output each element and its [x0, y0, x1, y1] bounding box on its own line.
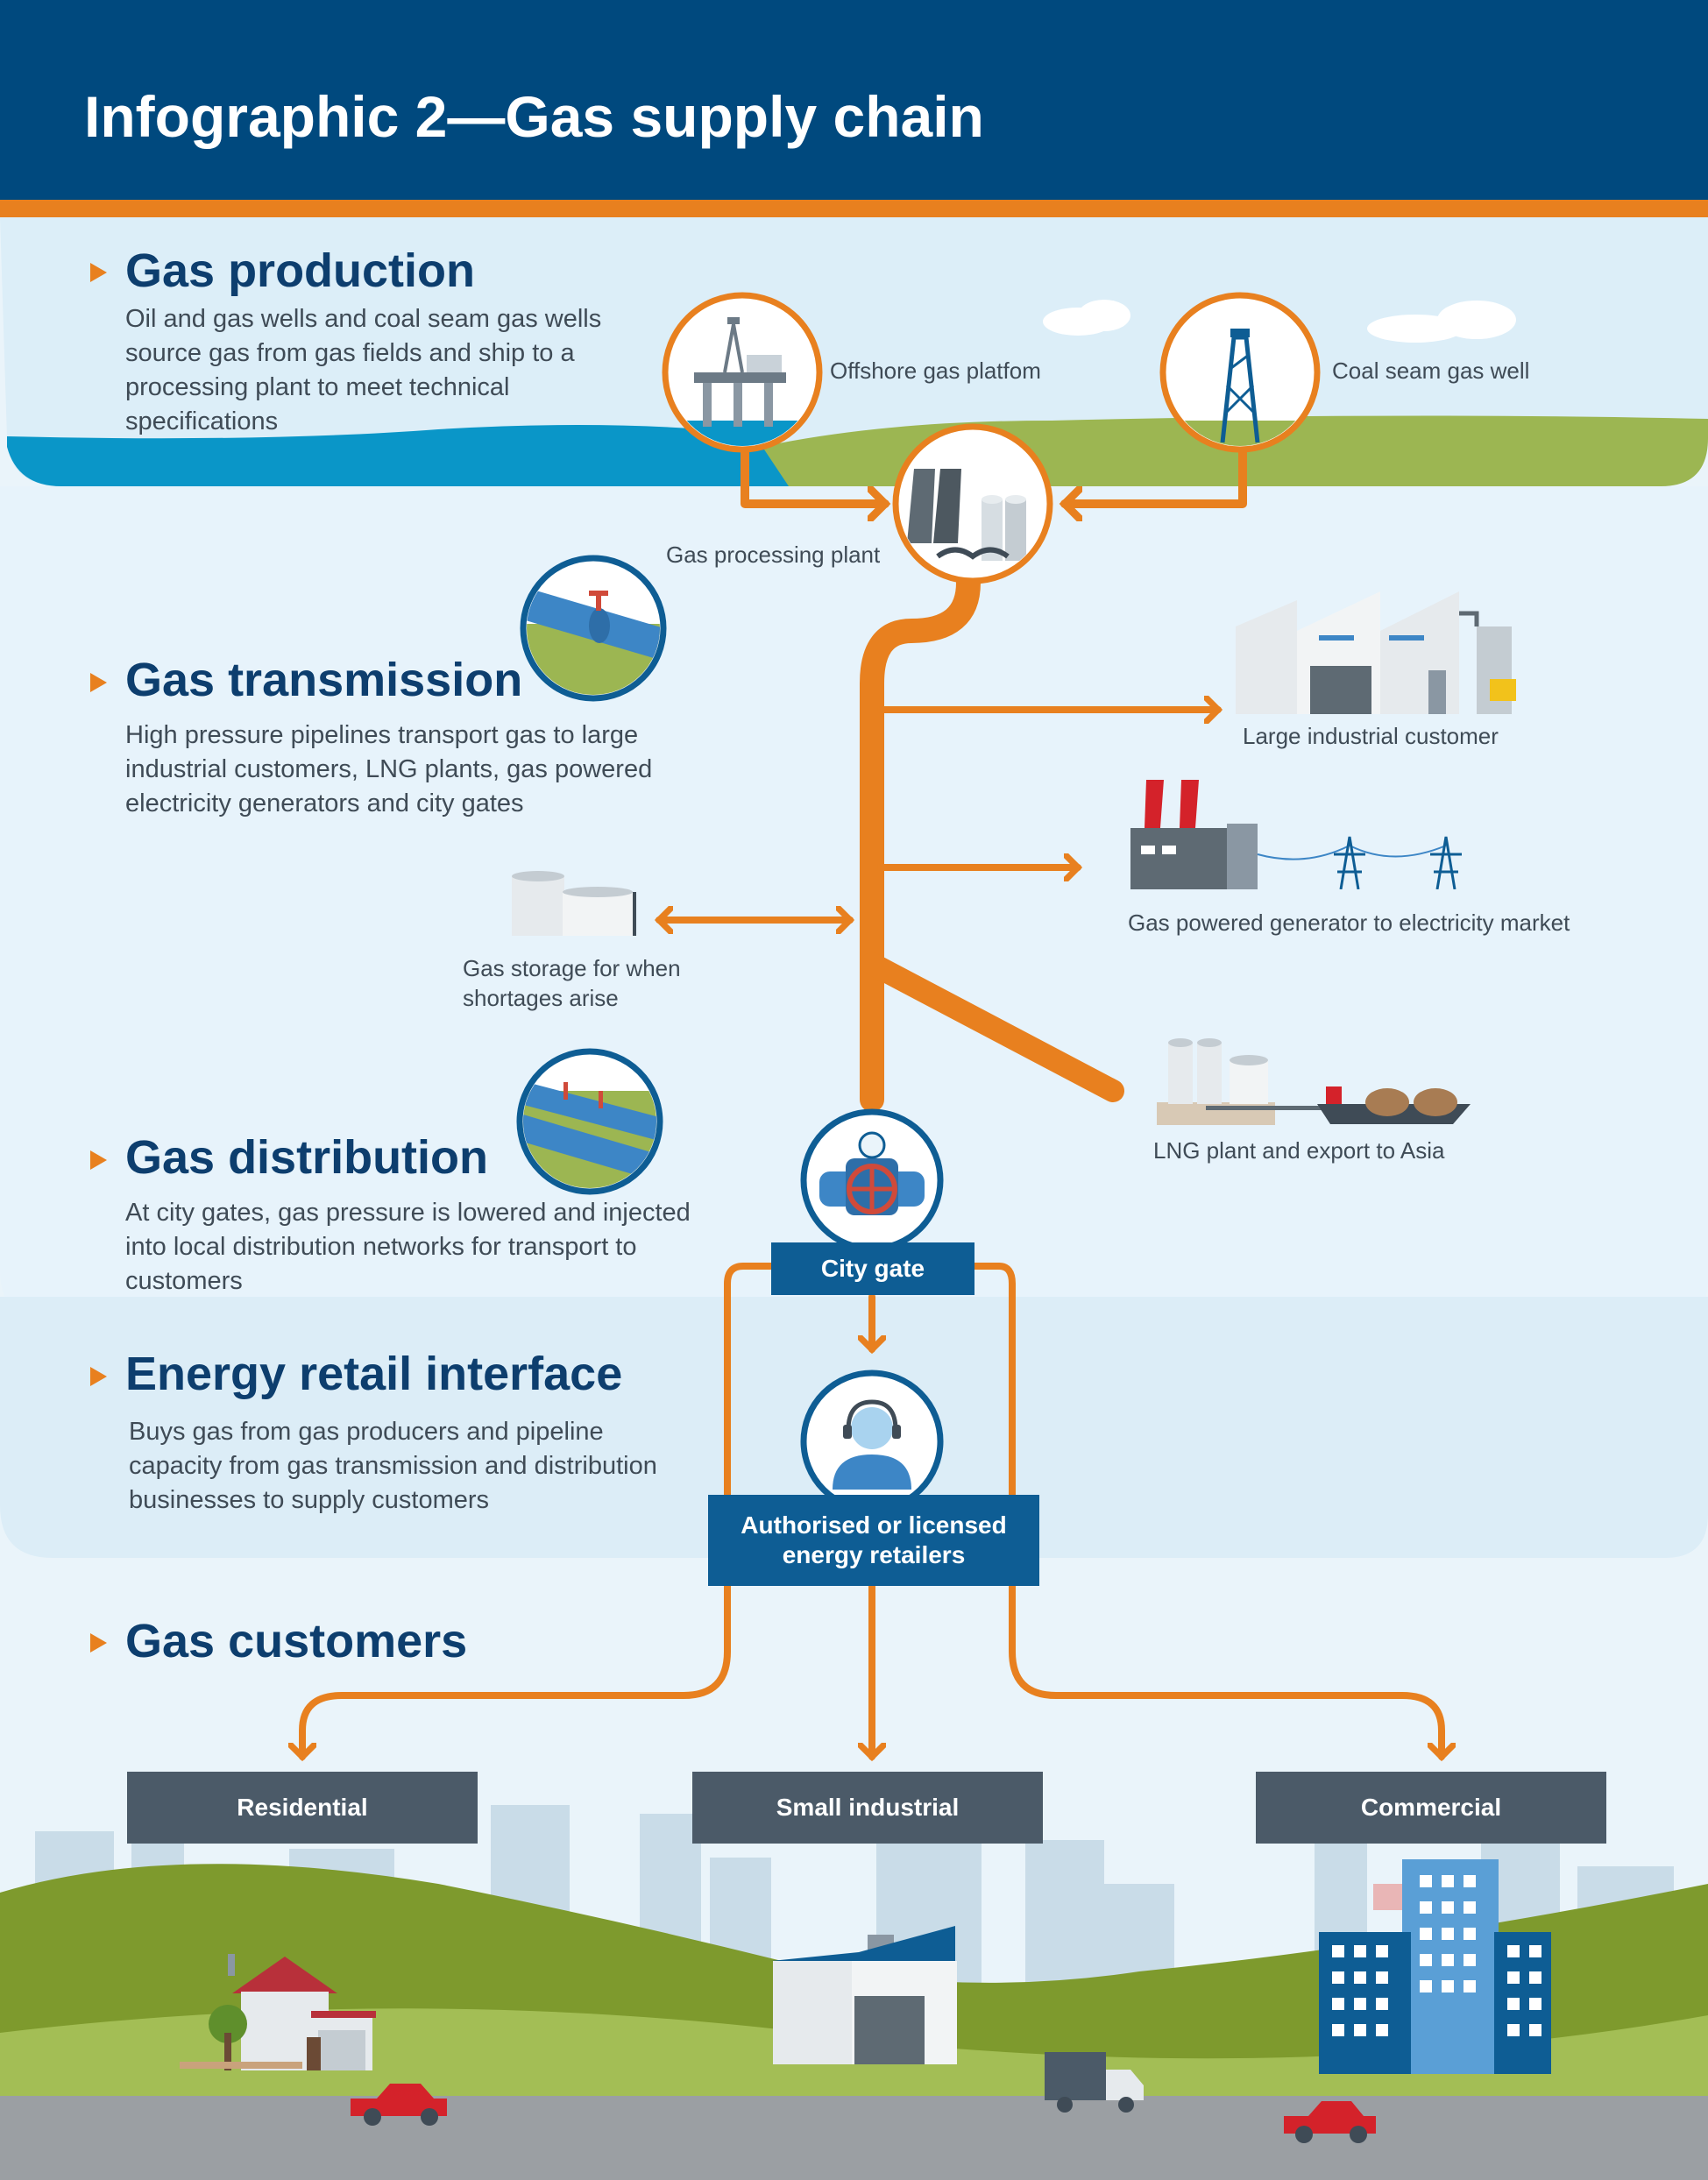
page-title: Infographic 2—Gas supply chain	[84, 84, 984, 149]
car-icon	[1284, 2101, 1376, 2143]
coal-seam-label: Coal seam gas well	[1332, 357, 1530, 384]
storage-label-line2: shortages arise	[463, 985, 619, 1011]
city-gate-valve-icon	[800, 1108, 944, 1252]
customers-title: Gas customers	[125, 1615, 468, 1667]
commercial-box: Commercial	[1256, 1772, 1606, 1844]
generator-label: Gas powered generator to electricity mar…	[1128, 910, 1570, 936]
production-title: Gas production	[125, 244, 476, 297]
storage-label-line1: Gas storage for when	[463, 955, 681, 981]
industrial-label: Large industrial customer	[1243, 723, 1499, 749]
residential-box: Residential	[127, 1772, 478, 1844]
retailers-label-line2: energy retailers	[782, 1541, 966, 1568]
warehouse-icon	[771, 1926, 957, 2064]
car-icon	[351, 2084, 447, 2126]
gas-generator-icon	[1130, 780, 1462, 889]
truck-icon	[1045, 2052, 1144, 2113]
house-icon	[180, 1954, 376, 2070]
lng-plant-icon	[1157, 1038, 1471, 1125]
header-stripe	[0, 200, 1708, 217]
distribution-description: At city gates, gas pressure is lowered a…	[125, 1199, 691, 1295]
lng-label: LNG plant and export to Asia	[1153, 1137, 1445, 1164]
offshore-label: Offshore gas platfom	[830, 357, 1041, 384]
header-bar	[0, 0, 1708, 200]
production-description: Oil and gas wells and coal seam gas well…	[125, 305, 602, 435]
processing-label: Gas processing plant	[666, 541, 881, 568]
section-marker-icon	[90, 673, 107, 692]
retail-title: Energy retail interface	[125, 1348, 623, 1400]
office-tower-icon	[1319, 1859, 1551, 2074]
offshore-platform-icon	[662, 292, 823, 453]
retailers-label-line1: Authorised or licensed	[741, 1511, 1007, 1539]
cloud-icon	[1043, 300, 1130, 336]
industrial-customer-icon	[1236, 591, 1516, 714]
retailers-box: Authorised or licensed energy retailers	[708, 1495, 1039, 1586]
processing-plant-icon	[892, 423, 1053, 584]
small-industrial-box: Small industrial	[692, 1772, 1043, 1844]
distribution-pipes-icon	[516, 1048, 663, 1195]
cloud-icon	[1367, 301, 1516, 343]
section-marker-icon	[90, 263, 107, 282]
coal-seam-well-icon	[1159, 292, 1321, 453]
retail-description: Buys gas from gas producers and pipeline…	[129, 1418, 657, 1514]
section-marker-icon	[90, 1150, 107, 1170]
section-marker-icon	[90, 1367, 107, 1386]
transmission-title: Gas transmission	[125, 654, 523, 706]
city-gate-box: City gate	[771, 1242, 974, 1295]
retailer-agent-icon	[800, 1370, 944, 1513]
gas-storage-icon	[512, 871, 636, 936]
distribution-title: Gas distribution	[125, 1131, 489, 1184]
pipeline-icon	[520, 555, 667, 702]
section-marker-icon	[90, 1633, 107, 1653]
transmission-description: High pressure pipelines transport gas to…	[125, 721, 653, 818]
